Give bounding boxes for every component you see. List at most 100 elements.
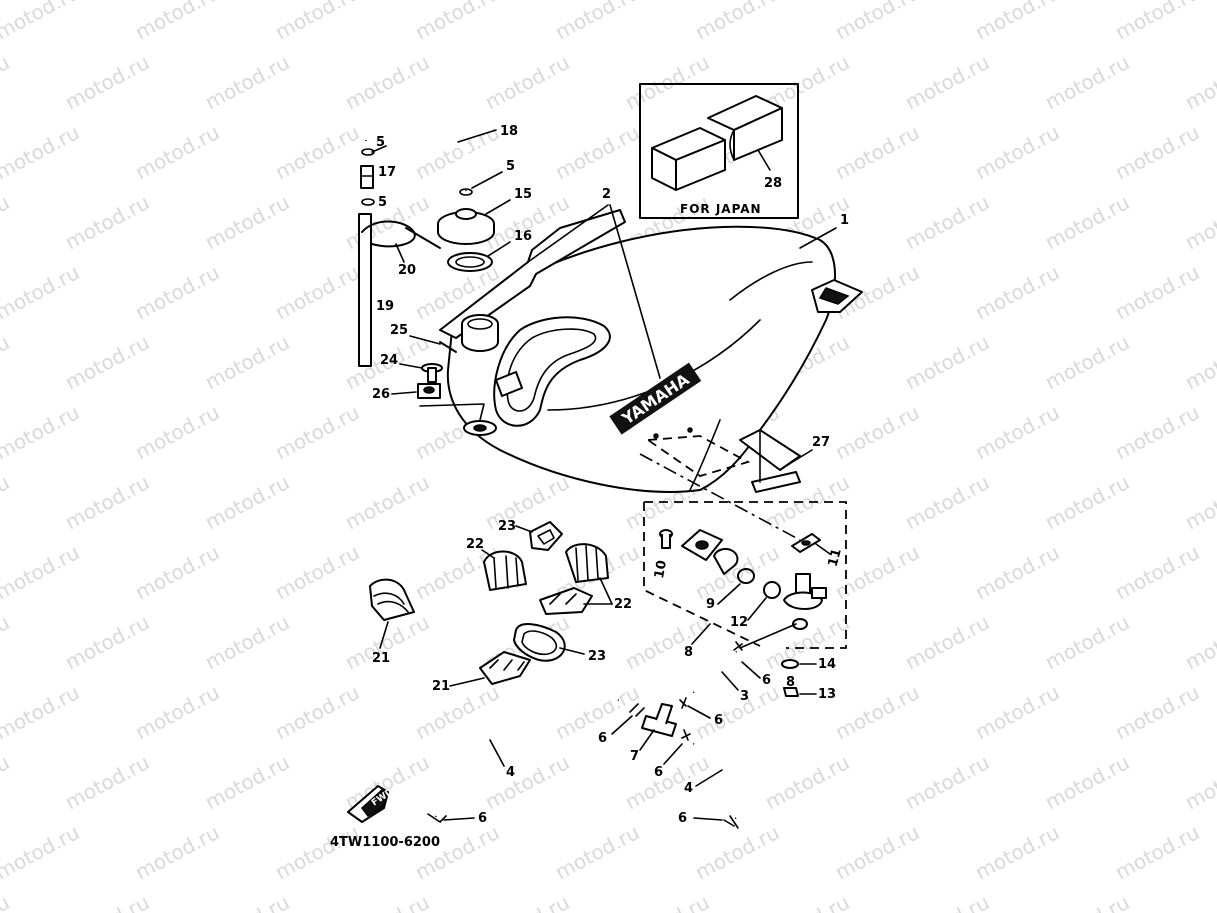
vent-hose-group: 18 5 5 5 17 19 20 15 16 25 — [358, 93, 532, 421]
watermark-text: motod.ru — [971, 0, 1063, 44]
damper-22-left: 22 — [466, 537, 527, 591]
svg-text:21: 21 — [432, 679, 450, 694]
damper-21-top: 21 — [369, 578, 415, 666]
svg-text:24: 24 — [380, 353, 398, 368]
svg-text:6: 6 — [762, 673, 771, 688]
watermark-text: motod.ru — [131, 540, 223, 604]
svg-text:4: 4 — [506, 765, 515, 780]
watermark-text: motod.ru — [61, 470, 153, 534]
svg-text:27: 27 — [812, 435, 830, 450]
watermark-text: motod.ru — [0, 0, 83, 44]
svg-text:7: 7 — [630, 749, 639, 764]
watermark-text: motod.ru — [0, 190, 13, 254]
svg-text:9: 9 — [706, 597, 715, 612]
watermark-text: motod.ru — [1041, 890, 1133, 913]
watermark-text: motod.ru — [831, 0, 923, 44]
svg-text:15: 15 — [514, 187, 532, 202]
watermark-text: motod.ru — [0, 610, 13, 674]
watermark-text: motod.ru — [61, 330, 153, 394]
hose-4-short: 4 6 — [678, 740, 761, 829]
watermark-text: motod.ru — [901, 50, 993, 114]
svg-text:5: 5 — [378, 195, 387, 210]
watermark-text: motod.ru — [901, 750, 993, 814]
svg-text:19: 19 — [376, 299, 394, 314]
watermark-text: motod.ru — [621, 50, 713, 114]
watermark-text: motod.ru — [0, 120, 83, 184]
watermark-text: motod.ru — [481, 50, 573, 114]
watermark-text: motod.ru — [831, 120, 923, 184]
watermark-text: motod.ru — [481, 750, 573, 814]
svg-text:11: 11 — [826, 547, 845, 568]
watermark-text: motod.ru — [0, 50, 13, 114]
svg-text:13: 13 — [818, 687, 836, 702]
svg-text:10: 10 — [652, 559, 670, 579]
damper-21-bottom: 21 — [432, 651, 531, 694]
watermark-text: motod.ru — [0, 470, 13, 534]
svg-text:23: 23 — [588, 649, 606, 664]
svg-text:5: 5 — [376, 135, 385, 150]
grommet-23-bottom: 23 — [513, 623, 606, 664]
part-2-label: 2 — [527, 187, 661, 379]
svg-text:6: 6 — [714, 713, 723, 728]
watermark-text: motod.ru — [551, 120, 643, 184]
watermark-text: motod.ru — [201, 50, 293, 114]
label-28: 28 — [764, 176, 782, 191]
watermark-text: motod.ru — [1181, 470, 1217, 534]
watermark-text: motod.ru — [131, 0, 223, 44]
svg-text:6: 6 — [654, 765, 663, 780]
watermark-text: motod.ru — [0, 540, 83, 604]
hose-3: 3 6 — [691, 641, 771, 704]
watermark-text: motod.ru — [61, 750, 153, 814]
watermark-text: motod.ru — [0, 400, 83, 464]
watermark-text: motod.ru — [1181, 330, 1217, 394]
watermark-text: motod.ru — [1111, 260, 1203, 324]
watermark-text: motod.ru — [1111, 120, 1203, 184]
watermark-text: motod.ru — [201, 470, 293, 534]
watermark-text: motod.ru — [971, 680, 1063, 744]
svg-text:22: 22 — [466, 537, 484, 552]
watermark-text: motod.ru — [131, 260, 223, 324]
watermark-text: motod.ru — [901, 890, 993, 913]
svg-text:6: 6 — [678, 811, 687, 826]
watermark-text: motod.ru — [831, 820, 923, 884]
watermark-text: motod.ru — [201, 190, 293, 254]
svg-text:8: 8 — [786, 675, 795, 690]
watermark-text: motod.ru — [61, 890, 153, 913]
watermark-text: motod.ru — [1111, 820, 1203, 884]
watermark-text: motod.ru — [831, 680, 923, 744]
svg-text:17: 17 — [378, 165, 396, 180]
grommet-23-top: 23 — [498, 519, 563, 551]
watermark-text: motod.ru — [1111, 680, 1203, 744]
watermark-text: motod.ru — [901, 610, 993, 674]
watermark-text: motod.ru — [971, 540, 1063, 604]
hose-4-long: 4 6 7 6 6 6 — [427, 684, 723, 826]
watermark-text: motod.ru — [271, 260, 363, 324]
watermark-text: motod.ru — [1111, 540, 1203, 604]
watermark-text: motod.ru — [1111, 0, 1203, 44]
inset-for-japan: 28 FOR JAPAN — [639, 83, 799, 219]
label-1: 1 — [840, 213, 849, 228]
watermark-text: motod.ru — [971, 400, 1063, 464]
watermark-text: motod.ru — [1181, 190, 1217, 254]
watermark-text: motod.ru — [271, 0, 363, 44]
watermark-text: motod.ru — [61, 50, 153, 114]
diagram-code: 4TW1100-6200 — [330, 835, 440, 850]
svg-text:26: 26 — [372, 387, 390, 402]
watermark-text: motod.ru — [131, 680, 223, 744]
svg-text:8: 8 — [684, 645, 693, 660]
watermark-text: motod.ru — [271, 120, 363, 184]
watermark-text: motod.ru — [61, 610, 153, 674]
watermark-text: motod.ru — [621, 890, 713, 913]
watermark-text: motod.ru — [411, 820, 503, 884]
watermark-text: motod.ru — [551, 0, 643, 44]
watermark-text: motod.ru — [0, 890, 13, 913]
svg-text:23: 23 — [498, 519, 516, 534]
watermark-text: motod.ru — [131, 120, 223, 184]
watermark-text: motod.ru — [971, 260, 1063, 324]
svg-text:21: 21 — [372, 651, 390, 666]
watermark-text: motod.ru — [271, 540, 363, 604]
watermark-text: motod.ru — [481, 470, 573, 534]
watermark-text: motod.ru — [271, 680, 363, 744]
watermark-text: motod.ru — [201, 610, 293, 674]
